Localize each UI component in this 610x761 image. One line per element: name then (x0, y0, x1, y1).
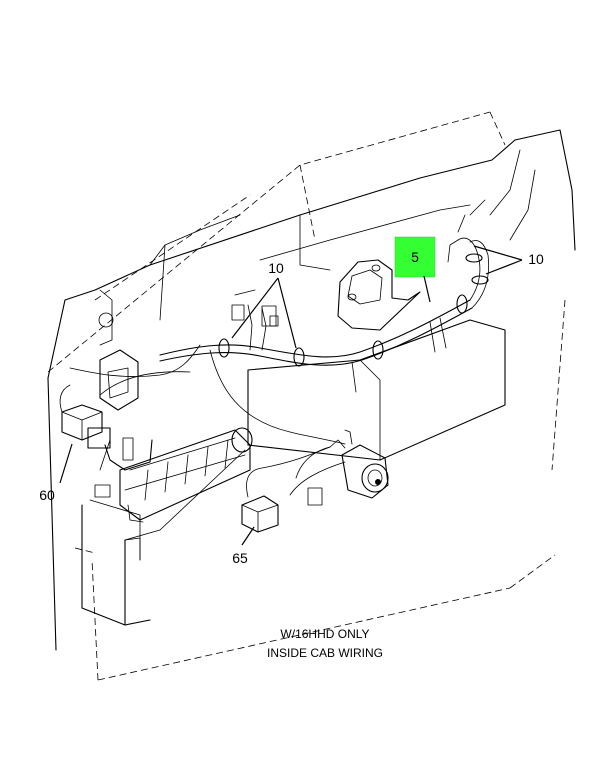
heater-unit (94, 427, 253, 561)
ignition-switch (289, 429, 389, 506)
connector-65 (241, 446, 331, 533)
lower-console (81, 319, 506, 626)
callout-5-highlight (394, 236, 436, 278)
callout-10-right-label: 10 (528, 251, 544, 267)
callout-10-left-label: 10 (268, 260, 284, 276)
callout-60-label: 60 (39, 487, 55, 503)
caption-line-2: INSIDE CAB WIRING (267, 646, 383, 660)
mounting-bracket (337, 259, 421, 331)
cab-phantom-outline (47, 111, 566, 681)
dash-panel (47, 129, 576, 651)
callout-5-label: 5 (411, 249, 419, 265)
relay-assembly (59, 349, 153, 471)
wiring-harness (69, 214, 489, 445)
caption-line-1: W/16HHD ONLY (280, 627, 369, 641)
leader-lines (59, 245, 523, 546)
harness-clips (218, 253, 489, 367)
callout-65-label: 65 (232, 550, 248, 566)
center-connectors (231, 304, 279, 327)
